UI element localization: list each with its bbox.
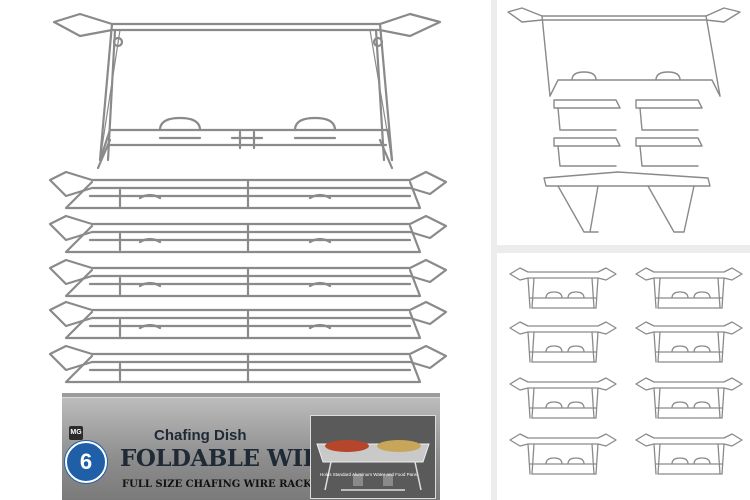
folded-rack-4 (48, 300, 448, 340)
rack-grid-item-7 (509, 433, 617, 475)
product-name: Chafing Dish (154, 427, 247, 444)
brand-logo: MG (69, 426, 83, 440)
package-lid (62, 393, 440, 399)
rack-grid-illustration (509, 267, 743, 475)
product-package: MG 6 Chafing Dish FOLDABLE WIRE RACK FUL… (62, 397, 440, 500)
rack-grid-item-5 (509, 377, 617, 419)
assembly-detail-photo (498, 0, 750, 240)
pack-count-badge: 6 (65, 441, 107, 483)
folded-rack-2 (48, 214, 448, 254)
folded-rack-1 (48, 170, 448, 210)
unfolded-rack (52, 12, 442, 170)
rack-grid-item-2 (635, 267, 743, 309)
panel-divider-horizontal (497, 245, 750, 253)
panel-divider-vertical (491, 0, 497, 500)
main-product-photo: MG 6 Chafing Dish FOLDABLE WIRE RACK FUL… (48, 12, 448, 500)
chafing-dish-image (311, 416, 435, 498)
rack-grid-item-1 (509, 267, 617, 309)
product-subtitle: FULL SIZE CHAFING WIRE RACK (122, 479, 312, 490)
rack-grid-item-6 (635, 377, 743, 419)
photo-caption: Holds Standard Aluminum Water and Food P… (320, 472, 417, 477)
folded-rack-3 (48, 258, 448, 298)
rack-grid-item-4 (635, 321, 743, 363)
rack-grid-item-8 (635, 433, 743, 475)
folded-rack-5 (48, 344, 448, 384)
rack-grid-item-3 (509, 321, 617, 363)
chafing-dish-photo (310, 415, 436, 499)
six-pack-grid-photo (498, 254, 750, 500)
assembly-illustration (507, 7, 741, 233)
wire-racks-illustration (48, 12, 448, 384)
